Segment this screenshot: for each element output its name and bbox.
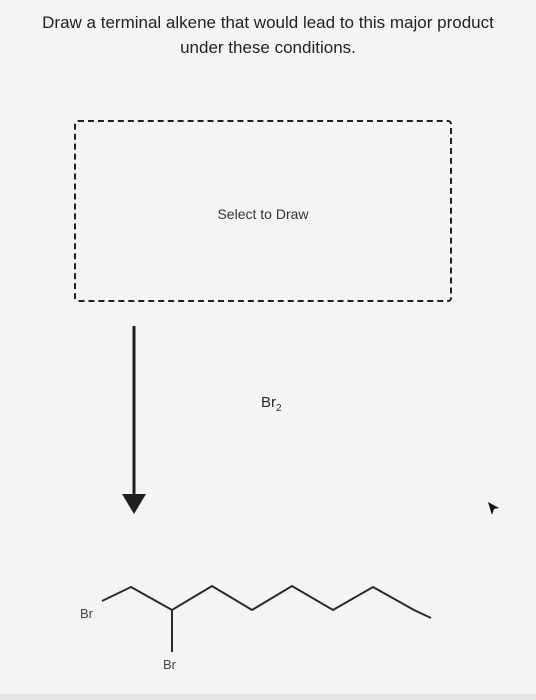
draw-area[interactable]: Select to Draw: [74, 120, 452, 302]
reagent-subscript: 2: [276, 403, 282, 414]
question-line-1: Draw a terminal alkene that would lead t…: [42, 13, 494, 32]
draw-area-label: Select to Draw: [217, 206, 309, 222]
question-text: Draw a terminal alkene that would lead t…: [0, 10, 536, 60]
question-line-2: under these conditions.: [180, 38, 356, 57]
reagent-label: Br2: [261, 394, 282, 414]
reagent-base: Br: [261, 394, 276, 411]
pointer-arrow-icon: [488, 502, 499, 515]
bromine-atom-label: Br: [80, 606, 93, 621]
bottom-divider: [0, 694, 536, 700]
bromine-atom-label: Br: [163, 657, 176, 672]
